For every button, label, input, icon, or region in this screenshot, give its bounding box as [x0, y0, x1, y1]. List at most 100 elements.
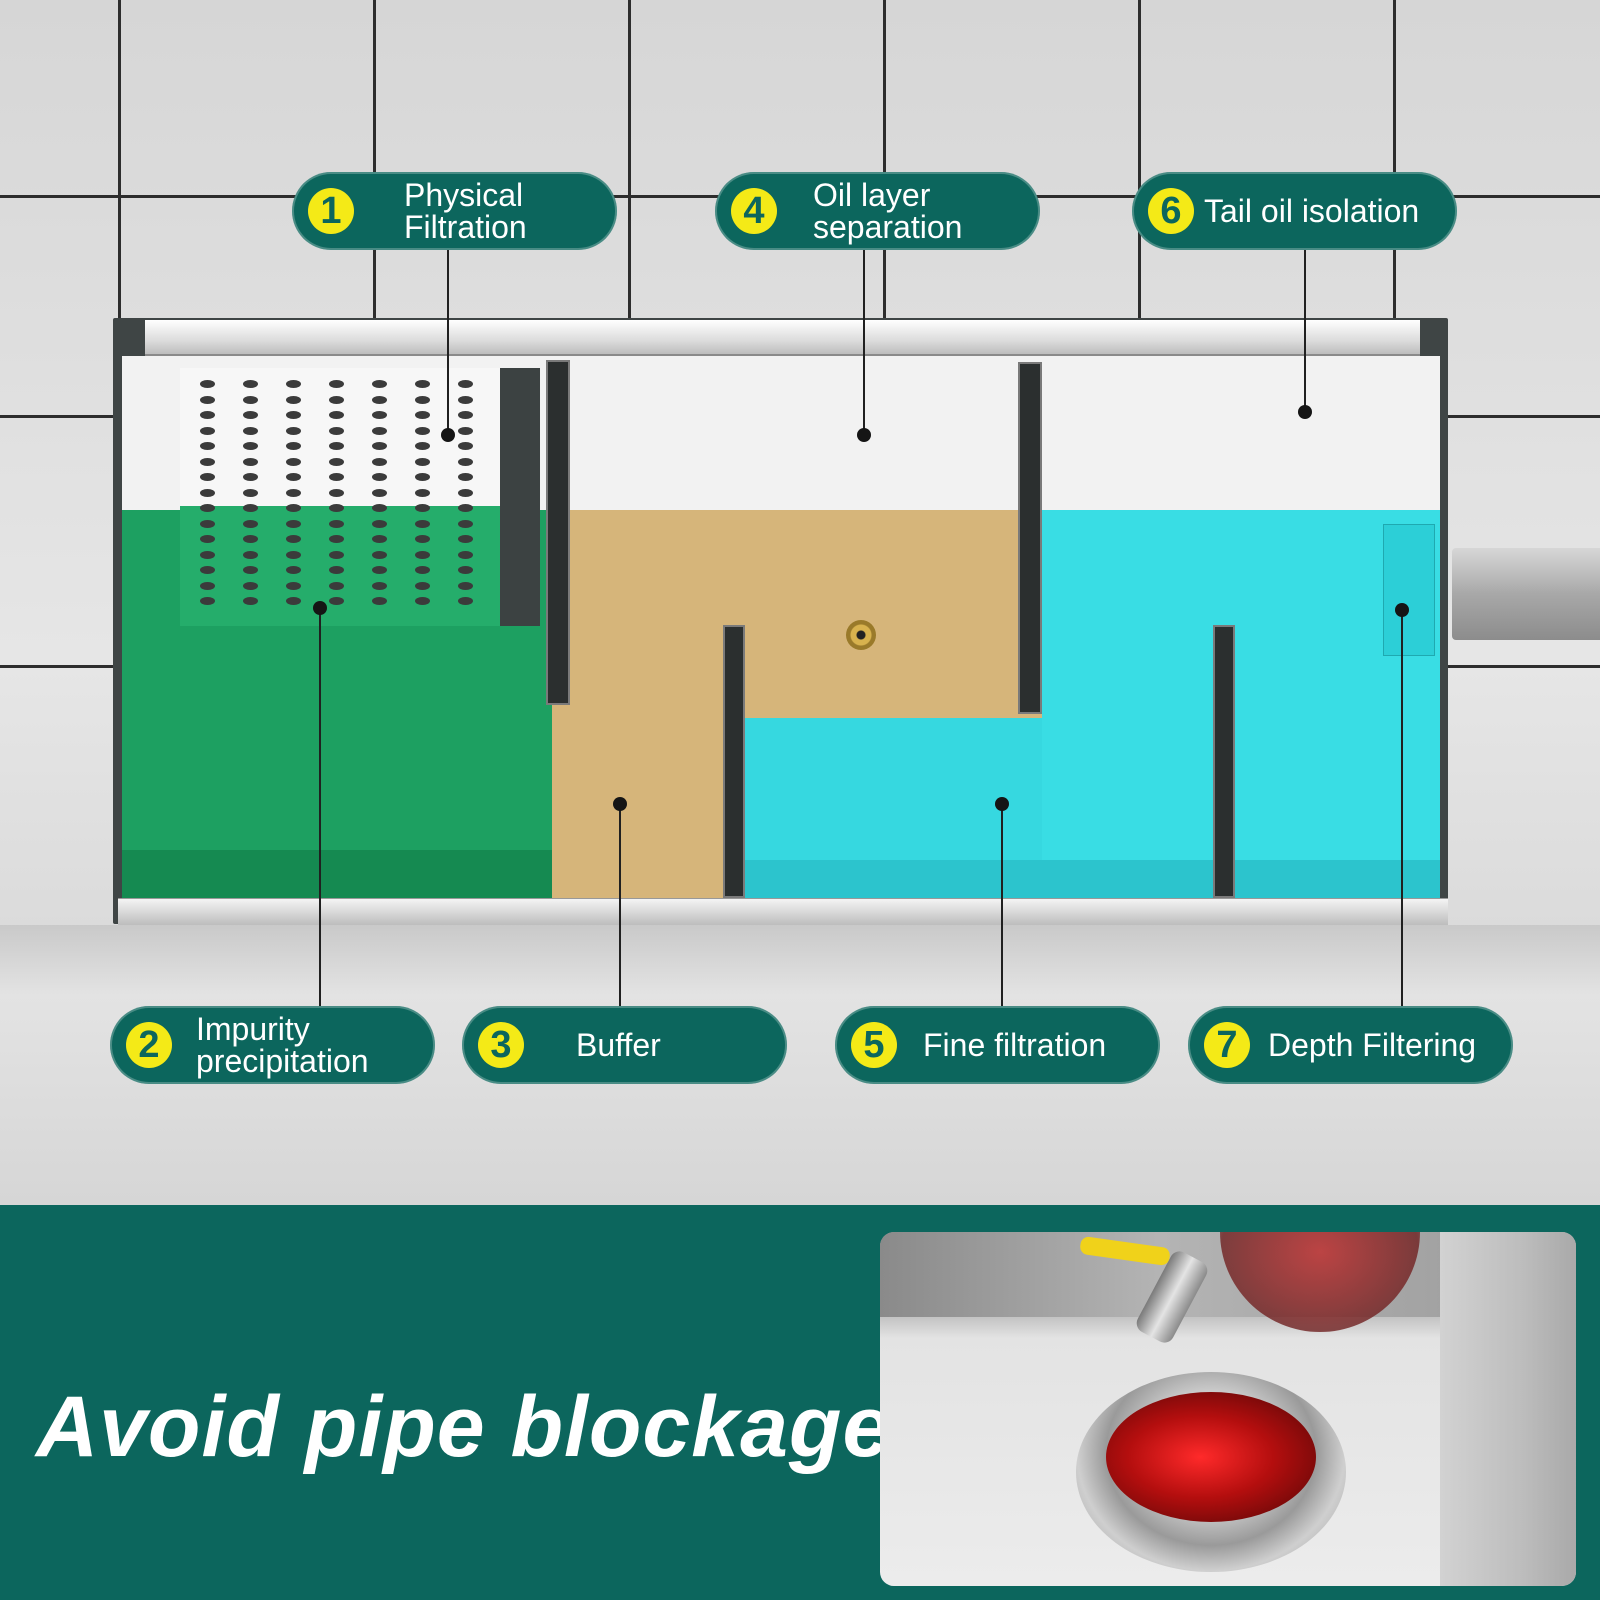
basket-hole: [372, 442, 387, 450]
basket-hole: [286, 442, 301, 450]
leader-line: [319, 608, 321, 1006]
photo-cabinet: [1440, 1232, 1576, 1586]
tank-lid: [145, 320, 1420, 356]
photo-reflection: [1220, 1232, 1420, 1332]
stage-label-line: Physical: [404, 177, 524, 213]
stage-label-6: 6 Tail oil isolation: [1132, 172, 1457, 250]
basket-hole: [458, 566, 473, 574]
basket-hole: [329, 597, 344, 605]
slogan-text: Avoid pipe blockage: [36, 1379, 892, 1475]
basket-hole: [200, 519, 215, 528]
stage-label-text: Buffer: [576, 1006, 661, 1084]
stage-label-line: Impurity: [196, 1011, 310, 1047]
stage-number-badge: 2: [126, 1022, 172, 1068]
basket-hole: [286, 473, 301, 481]
basket-hole: [415, 550, 430, 559]
basket-hole: [458, 535, 473, 543]
basket-hole: [200, 550, 215, 559]
marker-dot: [613, 797, 627, 811]
basket-hole: [286, 566, 301, 574]
basket-hole: [329, 550, 344, 559]
basket-hole: [286, 457, 301, 466]
basket-hole: [415, 442, 430, 450]
basket-hole: [372, 519, 387, 528]
stage-number-badge: 1: [308, 188, 354, 234]
valve-icon: [846, 620, 876, 650]
baffle-plate: [1018, 362, 1042, 714]
basket-hole: [286, 395, 301, 404]
marker-dot: [1395, 603, 1409, 617]
stage-label-line: Oil layer: [813, 177, 931, 213]
marker-dot: [995, 797, 1009, 811]
basket-hole: [415, 566, 430, 574]
basket-hole: [200, 566, 215, 574]
basket-hole: [415, 426, 430, 435]
basket-hole: [329, 411, 344, 419]
basket-hole: [243, 395, 258, 404]
basket-hole: [415, 473, 430, 481]
basket-hole: [286, 380, 301, 388]
basket-hole: [286, 597, 301, 605]
basket-hole: [329, 504, 344, 512]
stage-label-line: Filtration: [404, 209, 527, 245]
basket-hole: [372, 597, 387, 605]
basket-hole: [372, 426, 387, 435]
basket-hole: [415, 597, 430, 605]
basket-hole: [329, 395, 344, 404]
basket-hole: [200, 426, 215, 435]
basket-hole: [372, 411, 387, 419]
basket-hole: [372, 535, 387, 543]
stage-number-badge: 3: [478, 1022, 524, 1068]
leader-line: [1304, 246, 1306, 412]
stage-label-line: Tail oil isolation: [1204, 193, 1420, 229]
basket-hole: [329, 566, 344, 574]
basket-hole: [243, 581, 258, 590]
stage-label-line: Buffer: [576, 1027, 661, 1063]
basket-hole: [329, 473, 344, 481]
basket-hole: [200, 395, 215, 404]
basket-hole: [415, 380, 430, 388]
basket-hole: [458, 488, 473, 497]
stage-label-3: 3 Buffer: [462, 1006, 787, 1084]
basket-hole: [243, 535, 258, 543]
basket-hole: [286, 519, 301, 528]
baffle-plate: [546, 360, 570, 705]
basket-hole: [200, 442, 215, 450]
stage-label-text: Oil layer separation: [813, 172, 962, 250]
product-photo: [880, 1232, 1576, 1586]
outlet-box: [1383, 524, 1435, 656]
basket-hole: [243, 411, 258, 419]
baffle-plate: [723, 625, 745, 898]
basket-hole: [243, 442, 258, 450]
stage-label-2: 2 Impurity precipitation: [110, 1006, 435, 1084]
oil-liquid: [1106, 1392, 1316, 1522]
basket-hole: [372, 473, 387, 481]
basket-hole: [243, 519, 258, 528]
basket-hole: [415, 519, 430, 528]
basket-hole: [458, 395, 473, 404]
basket-hole: [458, 380, 473, 388]
stage-label-7: 7 Depth Filtering: [1188, 1006, 1513, 1084]
baffle-plate: [1213, 625, 1235, 898]
stage-label-1: 1 Physical Filtration: [292, 172, 617, 250]
leader-line: [619, 804, 621, 1006]
leader-line: [1001, 804, 1003, 1006]
basket-hole: [415, 457, 430, 466]
stage-label-line: separation: [813, 209, 963, 245]
marker-dot: [313, 601, 327, 615]
basket-hole: [372, 457, 387, 466]
basket-hole: [372, 380, 387, 388]
stage-label-text: Depth Filtering: [1268, 1006, 1476, 1084]
basket-hole: [200, 597, 215, 605]
stage-label-4: 4 Oil layer separation: [715, 172, 1040, 250]
basket-hole: [329, 442, 344, 450]
basket-hole: [329, 535, 344, 543]
basket-hole: [415, 411, 430, 419]
basket-hole: [458, 411, 473, 419]
basket-hole: [243, 597, 258, 605]
leader-line: [1401, 610, 1403, 1006]
basket-hole: [372, 395, 387, 404]
stage-number-badge: 4: [731, 188, 777, 234]
basket-hole: [200, 457, 215, 466]
marker-dot: [857, 428, 871, 442]
